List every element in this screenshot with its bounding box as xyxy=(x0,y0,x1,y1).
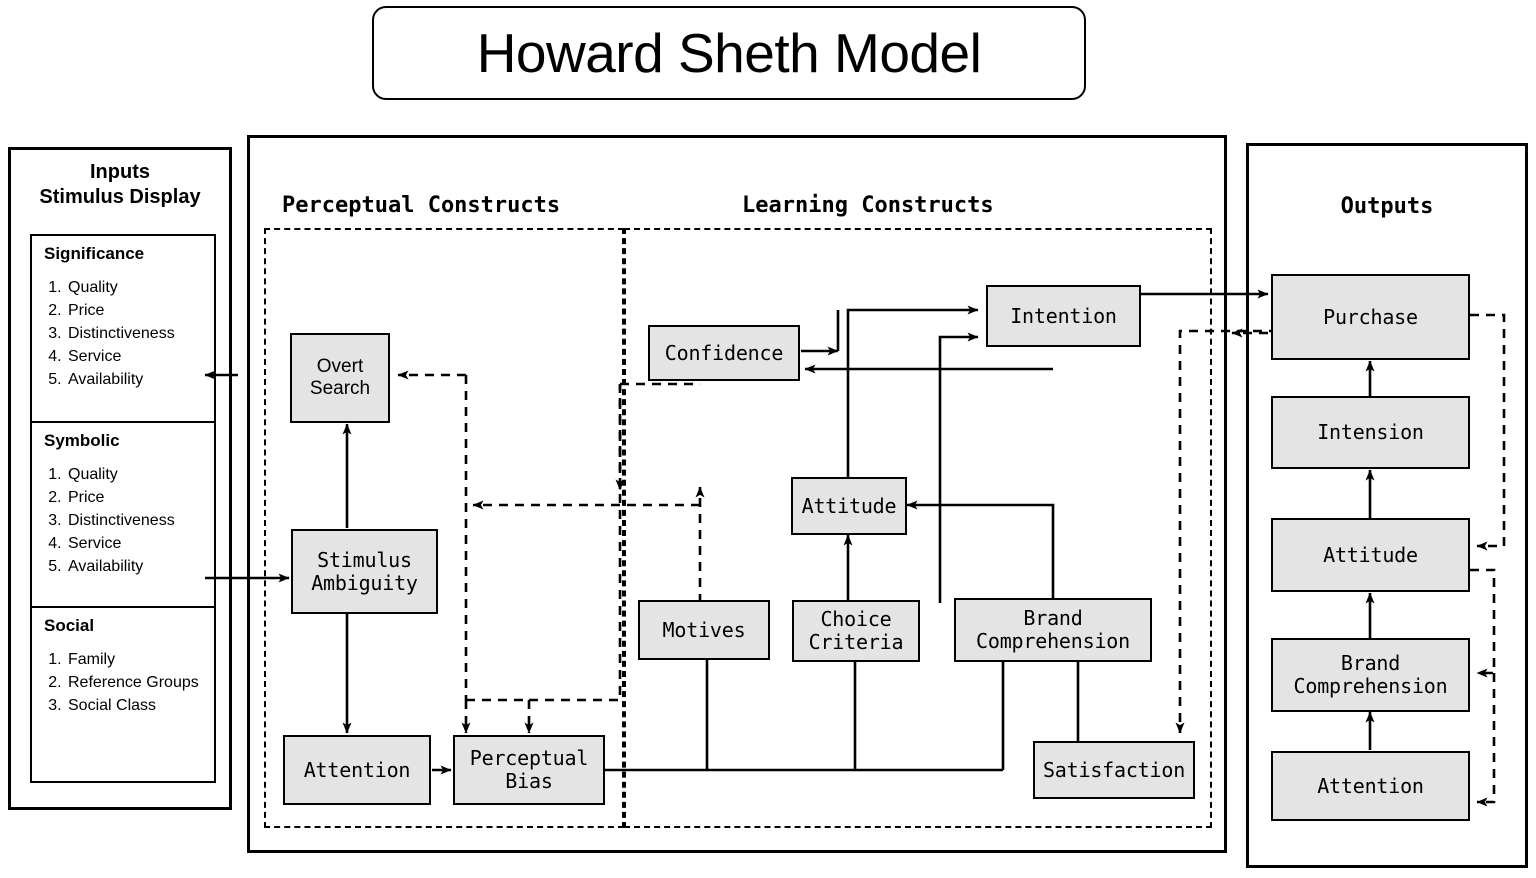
list-item: Quality xyxy=(66,276,214,299)
node-attention[interactable]: Attention xyxy=(283,735,431,805)
node-label: Purchase xyxy=(1323,304,1418,329)
node-out-intension[interactable]: Intension xyxy=(1271,396,1470,469)
input-section-items: Family Reference Groups Social Class xyxy=(44,648,214,717)
node-satisfaction[interactable]: Satisfaction xyxy=(1033,741,1195,799)
stimulus-display-list: Significance Quality Price Distinctivene… xyxy=(30,234,216,783)
node-label: Intension xyxy=(1317,420,1424,444)
node-label: Attitude xyxy=(1323,542,1418,567)
node-label: Confidence xyxy=(664,340,784,365)
list-item: Distinctiveness xyxy=(66,322,214,345)
input-section-items: Quality Price Distinctiveness Service Av… xyxy=(44,463,214,578)
input-section-items: Quality Price Distinctiveness Service Av… xyxy=(44,276,214,391)
list-item: Social Class xyxy=(66,694,214,717)
list-item: Reference Groups xyxy=(66,671,214,694)
diagram-title-box: Howard Sheth Model xyxy=(372,6,1086,100)
input-section-title: Symbolic xyxy=(44,431,120,450)
list-item: Quality xyxy=(66,463,214,486)
list-item: Availability xyxy=(66,555,214,578)
node-label: Satisfaction xyxy=(1042,757,1186,782)
node-label: Intention xyxy=(1010,303,1117,328)
perceptual-constructs-label: Perceptual Constructs xyxy=(282,193,561,218)
node-label: Attention xyxy=(1317,773,1424,798)
node-out-attention[interactable]: Attention xyxy=(1271,751,1470,821)
list-item: Service xyxy=(66,532,214,555)
node-intention[interactable]: Intention xyxy=(986,285,1141,347)
learning-constructs-label: Learning Constructs xyxy=(742,193,994,218)
node-motives[interactable]: Motives xyxy=(638,600,770,660)
list-item: Price xyxy=(66,486,214,509)
input-section-title: Social xyxy=(44,616,95,635)
node-label: Attention xyxy=(303,757,411,782)
constructs-panel: Perceptual Constructs Learning Construct… xyxy=(247,135,1227,853)
node-confidence[interactable]: Confidence xyxy=(648,325,800,381)
list-item: Availability xyxy=(66,368,214,391)
node-out-purchase[interactable]: Purchase xyxy=(1271,274,1470,360)
node-attitude[interactable]: Attitude xyxy=(791,477,907,535)
input-section-symbolic: Symbolic Quality Price Distinctiveness S… xyxy=(32,421,214,606)
list-item: Distinctiveness xyxy=(66,509,214,532)
list-item: Family xyxy=(66,648,214,671)
input-section-title: Significance xyxy=(44,244,145,263)
input-section-social: Social Family Reference Groups Social Cl… xyxy=(32,606,214,781)
inputs-heading-line1: Inputs xyxy=(90,161,150,183)
list-item: Service xyxy=(66,345,214,368)
list-item: Price xyxy=(66,299,214,322)
inputs-panel: Inputs Stimulus Display Significance Qua… xyxy=(8,147,232,810)
node-out-attitude[interactable]: Attitude xyxy=(1271,518,1470,592)
node-label: Attitude xyxy=(801,493,897,518)
page-title: Howard Sheth Model xyxy=(476,22,982,84)
input-section-significance: Significance Quality Price Distinctivene… xyxy=(32,236,214,421)
node-label: Motives xyxy=(662,617,746,642)
inputs-heading-line2: Stimulus Display xyxy=(39,186,201,208)
inputs-heading: Inputs Stimulus Display xyxy=(11,160,229,210)
outputs-heading: Outputs xyxy=(1340,194,1434,219)
perceptual-constructs-group xyxy=(264,228,624,828)
